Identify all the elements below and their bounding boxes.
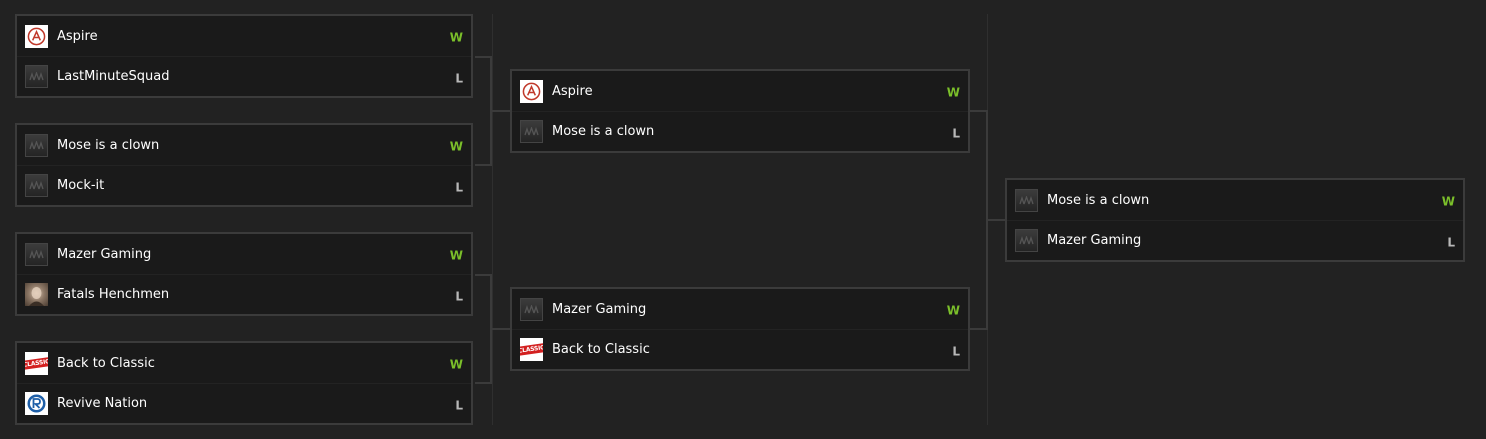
placeholder-logo-icon: [1015, 229, 1038, 252]
henchmen-logo-icon: [25, 283, 48, 306]
match-r1-4: CLASSIC Back to Classic W Revive Nation …: [15, 341, 473, 425]
placeholder-logo-icon: [520, 120, 543, 143]
team-name: Mazer Gaming: [552, 301, 647, 317]
team-row[interactable]: CLASSIC Back to Classic L: [512, 329, 968, 369]
aspire-logo-icon: [25, 24, 48, 48]
match-r2-2: Mazer Gaming W CLASSIC Back to Classic L: [510, 287, 970, 371]
column-divider: [492, 14, 493, 425]
team-name: Back to Classic: [552, 342, 650, 357]
team-name: Mazer Gaming: [57, 246, 152, 262]
revive-logo-icon: [25, 392, 48, 415]
team-row[interactable]: LastMinuteSquad L: [17, 56, 471, 96]
team-row[interactable]: Mose is a clown W: [17, 125, 471, 165]
team-name: Fatals Henchmen: [57, 287, 170, 302]
team-row[interactable]: Fatals Henchmen L: [17, 274, 471, 314]
placeholder-logo-icon: [25, 242, 48, 266]
match-r1-1: Aspire W LastMinuteSquad L: [15, 14, 473, 98]
team-row[interactable]: Mock-it L: [17, 165, 471, 205]
loss-indicator: L: [952, 125, 960, 140]
team-row[interactable]: Mazer Gaming L: [1007, 220, 1463, 260]
team-name: Aspire: [552, 83, 593, 99]
column-divider: [987, 14, 988, 425]
placeholder-logo-icon: [25, 174, 48, 197]
team-name: Mose is a clown: [1047, 192, 1150, 208]
team-name: Revive Nation: [57, 396, 148, 411]
loss-indicator: L: [455, 288, 463, 303]
loss-indicator: L: [952, 343, 960, 358]
team-row[interactable]: Mose is a clown W: [1007, 180, 1463, 220]
placeholder-logo-icon: [1015, 188, 1038, 212]
match-r3-1: Mose is a clown W Mazer Gaming L: [1005, 178, 1465, 262]
classic-logo-icon: CLASSIC: [520, 338, 543, 361]
win-indicator: W: [449, 139, 463, 154]
win-indicator: W: [449, 357, 463, 372]
win-indicator: W: [1441, 194, 1455, 209]
loss-indicator: L: [455, 179, 463, 194]
team-name: Mazer Gaming: [1047, 233, 1142, 248]
loss-indicator: L: [1447, 234, 1455, 249]
connector-r1-m1-m2: [475, 56, 492, 166]
placeholder-logo-icon: [25, 65, 48, 88]
match-r1-2: Mose is a clown W Mock-it L: [15, 123, 473, 207]
team-row[interactable]: Mazer Gaming W: [512, 289, 968, 329]
team-name: Mock-it: [57, 178, 105, 193]
win-indicator: W: [946, 85, 960, 100]
team-name: Mose is a clown: [57, 137, 160, 153]
connector-r2: [970, 110, 988, 330]
placeholder-logo-icon: [25, 133, 48, 157]
match-r2-1: Aspire W Mose is a clown L: [510, 69, 970, 153]
classic-logo-icon: CLASSIC: [25, 351, 48, 375]
win-indicator: W: [449, 248, 463, 263]
team-row[interactable]: CLASSIC Back to Classic W: [17, 343, 471, 383]
team-name: LastMinuteSquad: [57, 69, 170, 84]
win-indicator: W: [449, 30, 463, 45]
match-r1-3: Mazer Gaming W Fatals Henchmen L: [15, 232, 473, 316]
placeholder-logo-icon: [520, 297, 543, 321]
team-name: Back to Classic: [57, 355, 155, 371]
connector-r1-m3-m4: [475, 274, 492, 384]
team-row[interactable]: Aspire W: [17, 16, 471, 56]
loss-indicator: L: [455, 397, 463, 412]
team-row[interactable]: Revive Nation L: [17, 383, 471, 423]
team-row[interactable]: Aspire W: [512, 71, 968, 111]
loss-indicator: L: [455, 70, 463, 85]
team-name: Aspire: [57, 28, 98, 44]
aspire-logo-icon: [520, 79, 543, 103]
team-row[interactable]: Mazer Gaming W: [17, 234, 471, 274]
team-name: Mose is a clown: [552, 124, 655, 139]
win-indicator: W: [946, 303, 960, 318]
team-row[interactable]: Mose is a clown L: [512, 111, 968, 151]
